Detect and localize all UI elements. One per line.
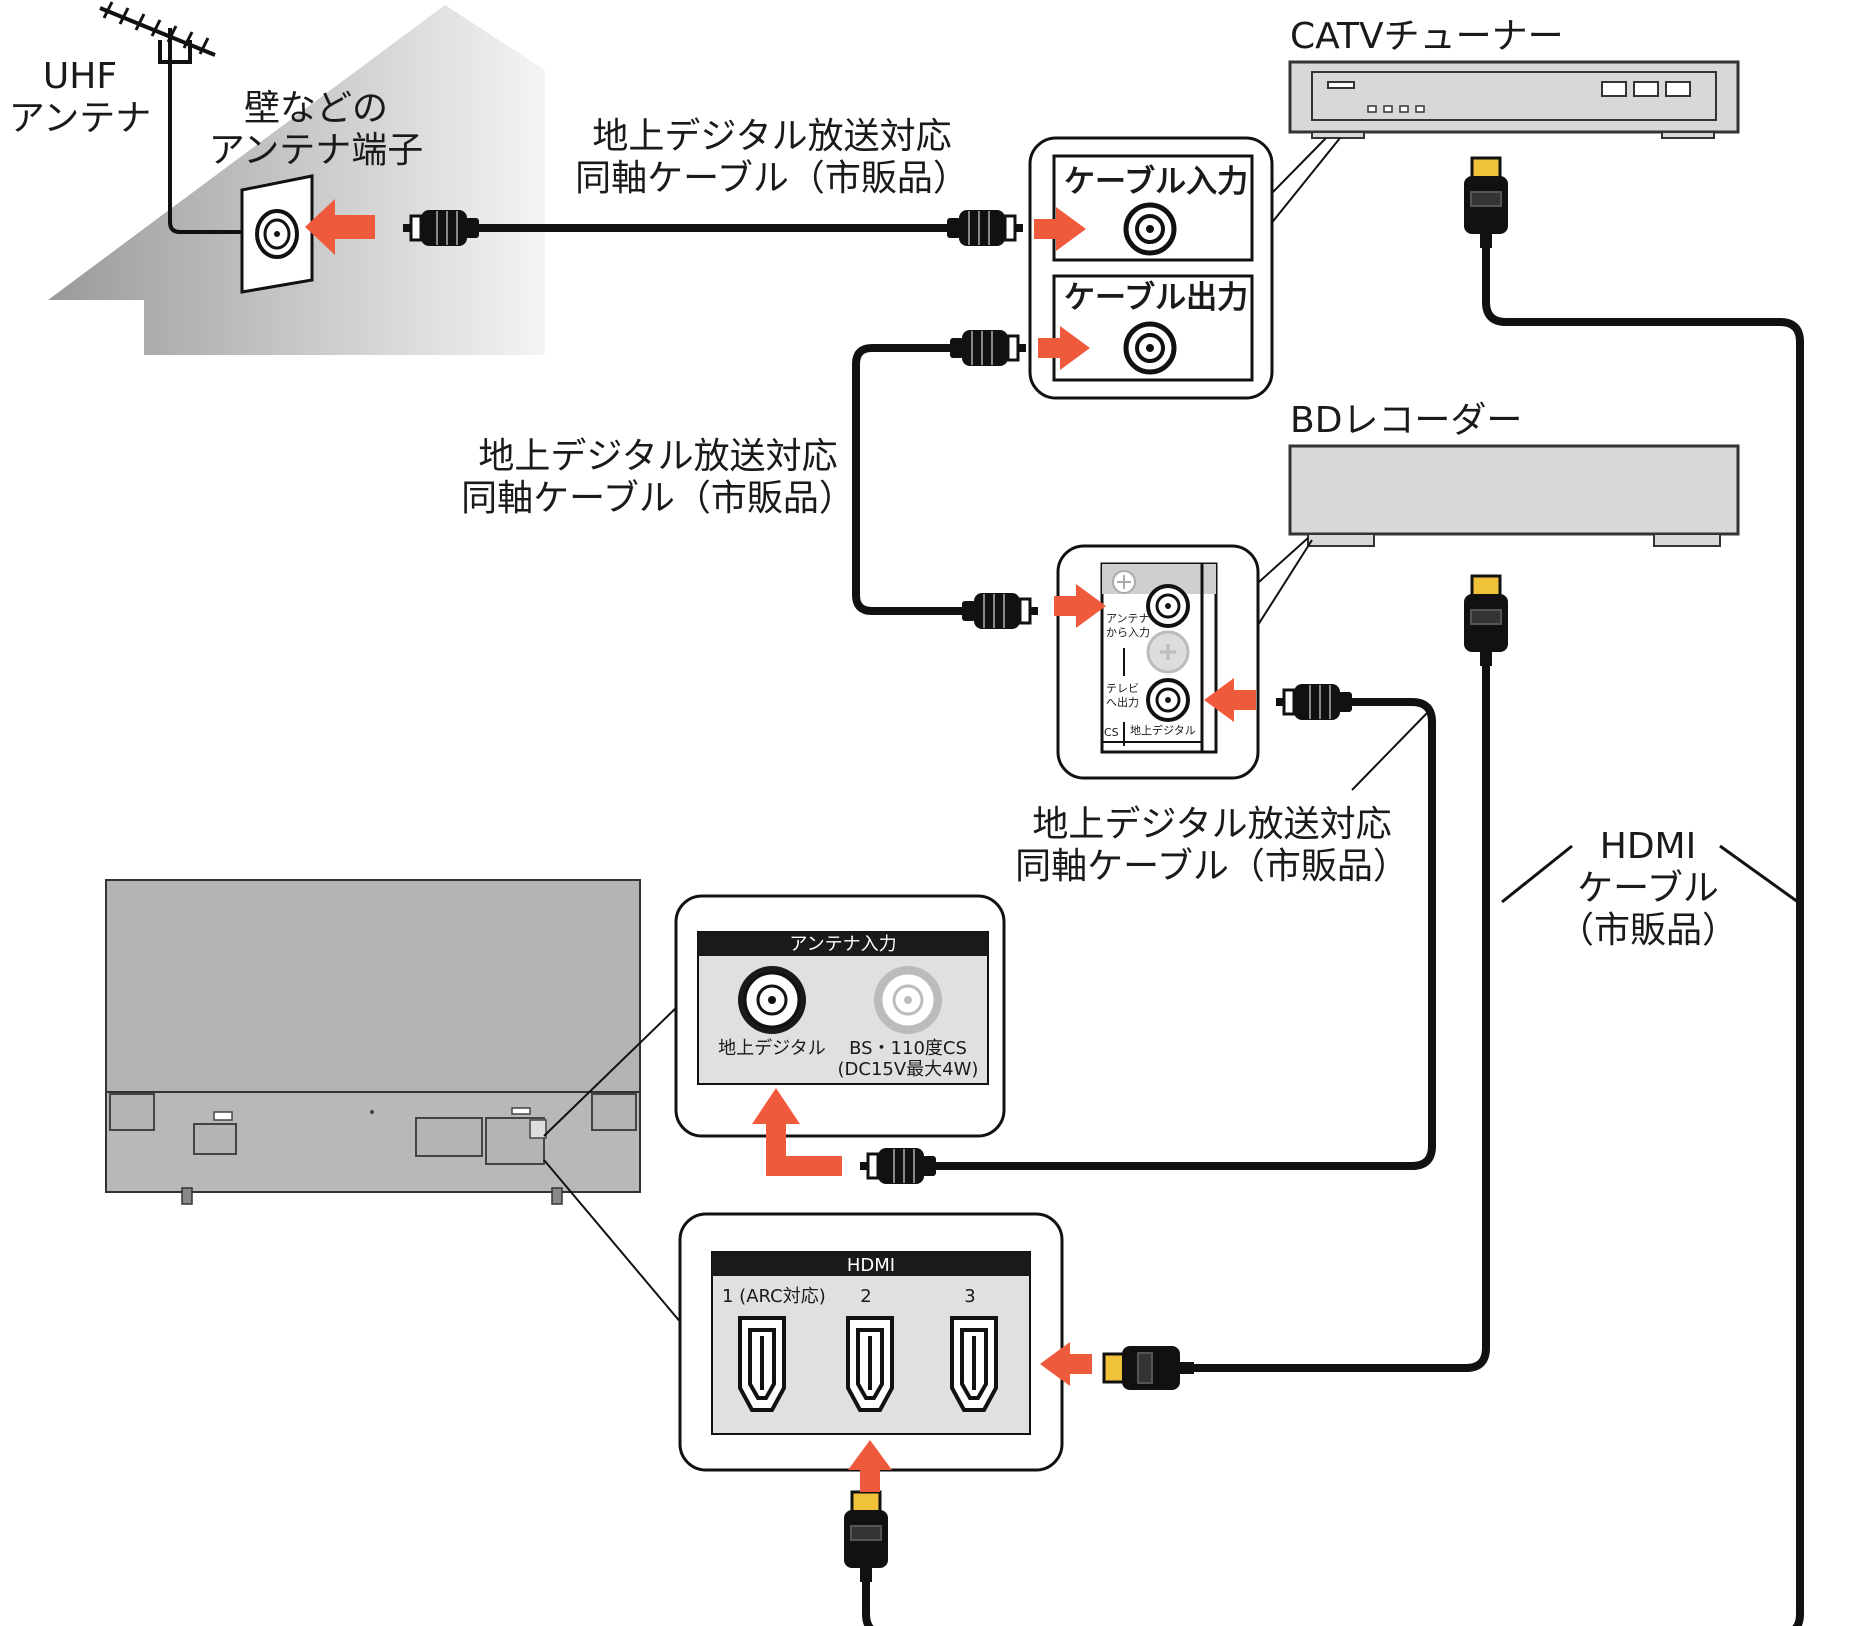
hdmi-cable-bd-to-tv [1180,660,1490,1372]
cable-mid-label-2: 同軸ケーブル（市販品） [461,478,855,519]
tv-rear-device [105,879,641,1205]
uhf-antenna-label-1: UHF [43,56,117,97]
bd-tv-out-label-2: へ出力 [1106,695,1139,709]
bd-port-panel [1056,544,1260,780]
bd-tv-out-port [1146,678,1190,722]
hdmi-port-1-label: 1 (ARC対応) [722,1286,826,1307]
hdmi-port-3 [950,1316,998,1412]
tv-bs-label-2: (DC15V最大4W) [838,1059,979,1080]
hdmi-plug-tv-bottom [842,1490,890,1584]
hdmi-port-3-label: 3 [964,1286,975,1307]
tv-bs-port [874,966,942,1034]
hdmi-plug-tv-port-3 [1102,1344,1196,1392]
arrow-to-wall-terminal [305,199,375,255]
bd-tv-out-label-1: テレビ [1106,682,1139,695]
cable-top-label-1: 地上デジタル放送対応 [592,116,951,157]
hdmi-plug-catv [1462,156,1510,250]
bd-antenna-in-label-2: から入力 [1106,626,1150,639]
wall-terminal-label-2: アンテナ端子 [209,130,424,171]
coax-plug-tv-in [858,1146,938,1186]
hdmi-cable-catv-to-tv [862,242,1804,1626]
coax-plug-catv-in [945,208,1025,248]
cable-input-label: ケーブル入力 [1064,164,1248,200]
bd-antenna-in-label-1: アンテナ [1106,612,1150,625]
hdmi-cable-label-1: HDMI [1600,826,1696,867]
arrow-to-tv-antenna-input [752,1088,842,1176]
coax-plug-catv-out [948,328,1028,368]
wall-terminal-label-1: 壁などの [244,88,388,129]
hdmi-port-2-label: 2 [860,1286,871,1307]
cable-bottom-label-2: 同軸ケーブル（市販品） [1015,846,1409,887]
hdmi-cable-label-2: ケーブル [1577,868,1719,909]
catv-tuner-label: CATVチューナー [1290,16,1564,57]
uhf-antenna-icon [99,1,243,234]
coax-cable-middle [852,344,965,615]
cable-output-port [1123,321,1177,375]
coax-plug-bd-out [1274,682,1354,722]
bd-terrestrial-label: 地上デジタル [1130,723,1196,737]
coax-cable-bottom [928,698,1436,1170]
wall-antenna-terminal [240,174,314,294]
hdmi-plug-bd [1462,574,1510,668]
coax-plug-bd-in [960,591,1040,631]
bd-antenna-in-port [1146,584,1190,628]
bd-recorder-label: BDレコーダー [1290,400,1522,441]
bd-recorder-device [1288,444,1740,547]
tv-bs-label-1: BS・110度CS [849,1038,967,1059]
tv-antenna-input-header: アンテナ入力 [789,934,896,955]
tv-hdmi-header: HDMI [847,1255,895,1276]
catv-tuner-device [1288,60,1740,139]
uhf-antenna-label-2: アンテナ [9,98,152,139]
tv-terrestrial-label: 地上デジタル [718,1038,826,1059]
cable-mid-label-1: 地上デジタル放送対応 [478,436,837,477]
hdmi-port-2 [846,1316,894,1412]
hdmi-cable-label-3: （市販品） [1558,910,1738,951]
cable-output-label: ケーブル出力 [1064,280,1248,316]
tv-antenna-input-panel [674,894,1006,1138]
hdmi-port-1 [738,1316,786,1412]
cable-input-port [1123,202,1177,256]
cable-bottom-label-1: 地上デジタル放送対応 [1032,804,1391,845]
cable-top-label-2: 同軸ケーブル（市販品） [575,158,969,199]
bd-cs-partial-label: CS [1104,726,1119,739]
tv-terrestrial-port [738,966,806,1034]
